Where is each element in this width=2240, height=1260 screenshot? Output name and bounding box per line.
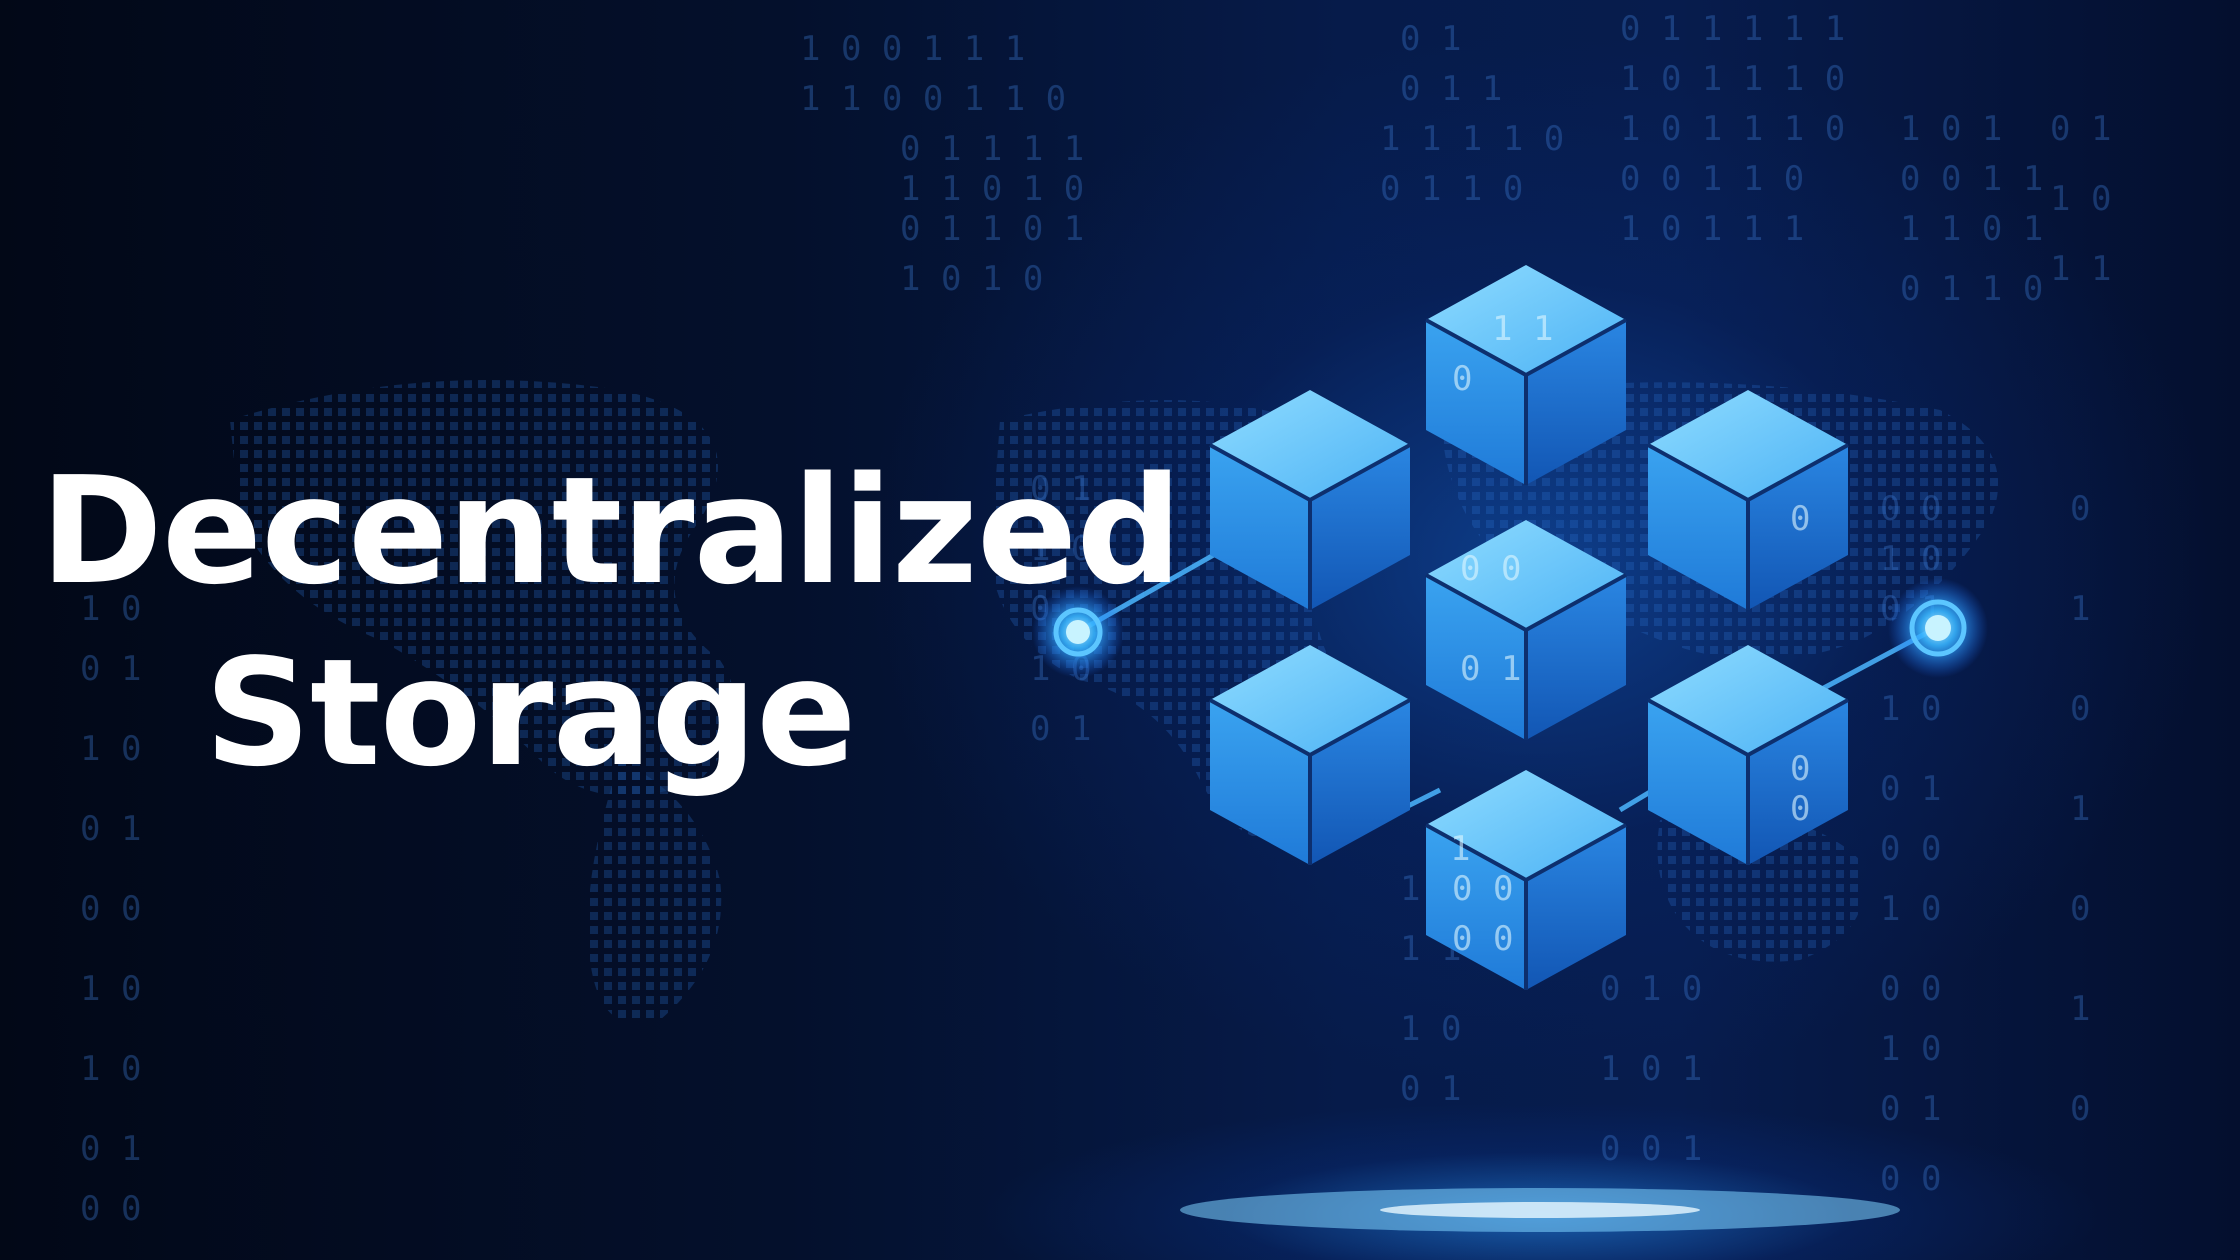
- svg-text:0 0: 0 0: [80, 1189, 141, 1229]
- svg-text:0 1 1 1 1: 0 1 1 1 1: [900, 129, 1084, 169]
- svg-text:0 1: 0 1: [1880, 1089, 1941, 1129]
- svg-text:1 0: 1 0: [1880, 1029, 1941, 1069]
- network-node-left: [1032, 586, 1124, 678]
- svg-text:0 1 1 0 1: 0 1 1 0 1: [900, 209, 1084, 249]
- svg-text:0 1 1 0: 0 1 1 0: [1900, 269, 2043, 309]
- svg-text:1 0 0 1 1 1: 1 0 0 1 1 1: [800, 29, 1025, 69]
- svg-text:1 1 0 1 0: 1 1 0 1 0: [900, 169, 1084, 209]
- svg-text:0: 0: [1790, 789, 1810, 829]
- svg-text:1 0: 1 0: [1400, 1009, 1461, 1049]
- svg-text:0 1: 0 1: [80, 1129, 141, 1169]
- svg-text:0 1: 0 1: [1030, 469, 1091, 509]
- svg-text:0 1 0: 0 1 0: [1600, 969, 1702, 1009]
- svg-text:1: 1: [2070, 789, 2090, 829]
- svg-text:0: 0: [2070, 1089, 2090, 1129]
- svg-text:0 1 1 0: 0 1 1 0: [1380, 169, 1523, 209]
- svg-text:0 0: 0 0: [1880, 829, 1941, 869]
- svg-text:0 1: 0 1: [1880, 769, 1941, 809]
- svg-text:0 1: 0 1: [80, 649, 141, 689]
- svg-text:0 0 1 1: 0 0 1 1: [1900, 159, 2043, 199]
- svg-text:0 1: 0 1: [1400, 19, 1461, 59]
- svg-text:0 0: 0 0: [1460, 549, 1521, 589]
- svg-text:1 0 1 1 1 0: 1 0 1 1 1 0: [1620, 59, 1845, 99]
- svg-text:0 0: 0 0: [1452, 869, 1513, 909]
- svg-text:1 0 1 1 1 0: 1 0 1 1 1 0: [1620, 109, 1845, 149]
- svg-text:1 0 1 1 1: 1 0 1 1 1: [1620, 209, 1804, 249]
- svg-text:0 0: 0 0: [1452, 919, 1513, 959]
- svg-text:0 1: 0 1: [1400, 1069, 1461, 1109]
- svg-text:1 0: 1 0: [80, 1049, 141, 1089]
- svg-text:0 0 1 1 0: 0 0 1 1 0: [1620, 159, 1804, 199]
- svg-text:0 1: 0 1: [1030, 709, 1091, 749]
- svg-text:1 0: 1 0: [1880, 539, 1941, 579]
- svg-text:0: 0: [1790, 499, 1810, 539]
- svg-text:1 1 0 0 1 1 0: 1 1 0 0 1 1 0: [800, 79, 1066, 119]
- svg-text:1 0 1: 1 0 1: [1600, 1049, 1702, 1089]
- svg-text:0 0: 0 0: [1880, 1159, 1941, 1199]
- svg-text:0 0 1: 0 0 1: [1600, 1129, 1702, 1169]
- svg-text:1: 1: [1450, 829, 1470, 869]
- svg-text:1 0: 1 0: [1880, 689, 1941, 729]
- svg-text:0: 0: [1452, 359, 1472, 399]
- svg-text:1 0: 1 0: [80, 969, 141, 1009]
- svg-text:1 0: 1 0: [1030, 529, 1091, 569]
- svg-text:1 0 1: 1 0 1: [1900, 109, 2002, 149]
- svg-text:0 0: 0 0: [1880, 969, 1941, 1009]
- svg-text:1 0 1 0: 1 0 1 0: [900, 259, 1043, 299]
- svg-text:0 1: 0 1: [1460, 649, 1521, 689]
- svg-text:0: 0: [1790, 749, 1810, 789]
- svg-text:1 1: 1 1: [1492, 309, 1553, 349]
- svg-text:0 1: 0 1: [2050, 109, 2111, 149]
- headline: Decentralized Storage: [40, 440, 1182, 804]
- svg-text:0: 0: [2070, 489, 2090, 529]
- svg-text:0 0: 0 0: [80, 889, 141, 929]
- svg-text:1: 1: [2070, 589, 2090, 629]
- svg-text:0 1 1 1 1 1: 0 1 1 1 1 1: [1620, 9, 1845, 49]
- svg-text:1 1: 1 1: [2050, 249, 2111, 289]
- svg-text:1 0: 1 0: [80, 729, 141, 769]
- svg-text:0: 0: [2070, 689, 2090, 729]
- svg-text:0 1 1: 0 1 1: [1400, 69, 1502, 109]
- svg-text:1 1 1 1 0: 1 1 1 1 0: [1380, 119, 1564, 159]
- svg-text:0 1: 0 1: [80, 809, 141, 849]
- svg-text:1 0: 1 0: [2050, 179, 2111, 219]
- svg-text:1 1 0 1: 1 1 0 1: [1900, 209, 2043, 249]
- headline-line-2: Storage: [204, 627, 856, 799]
- svg-text:1: 1: [2070, 989, 2090, 1029]
- headline-line-1: Decentralized: [40, 445, 1182, 617]
- svg-text:0 0: 0 0: [1880, 489, 1941, 529]
- svg-text:0: 0: [2070, 889, 2090, 929]
- svg-text:1 0: 1 0: [1880, 889, 1941, 929]
- svg-text:1 0: 1 0: [80, 589, 141, 629]
- network-node-right: [1888, 578, 1988, 678]
